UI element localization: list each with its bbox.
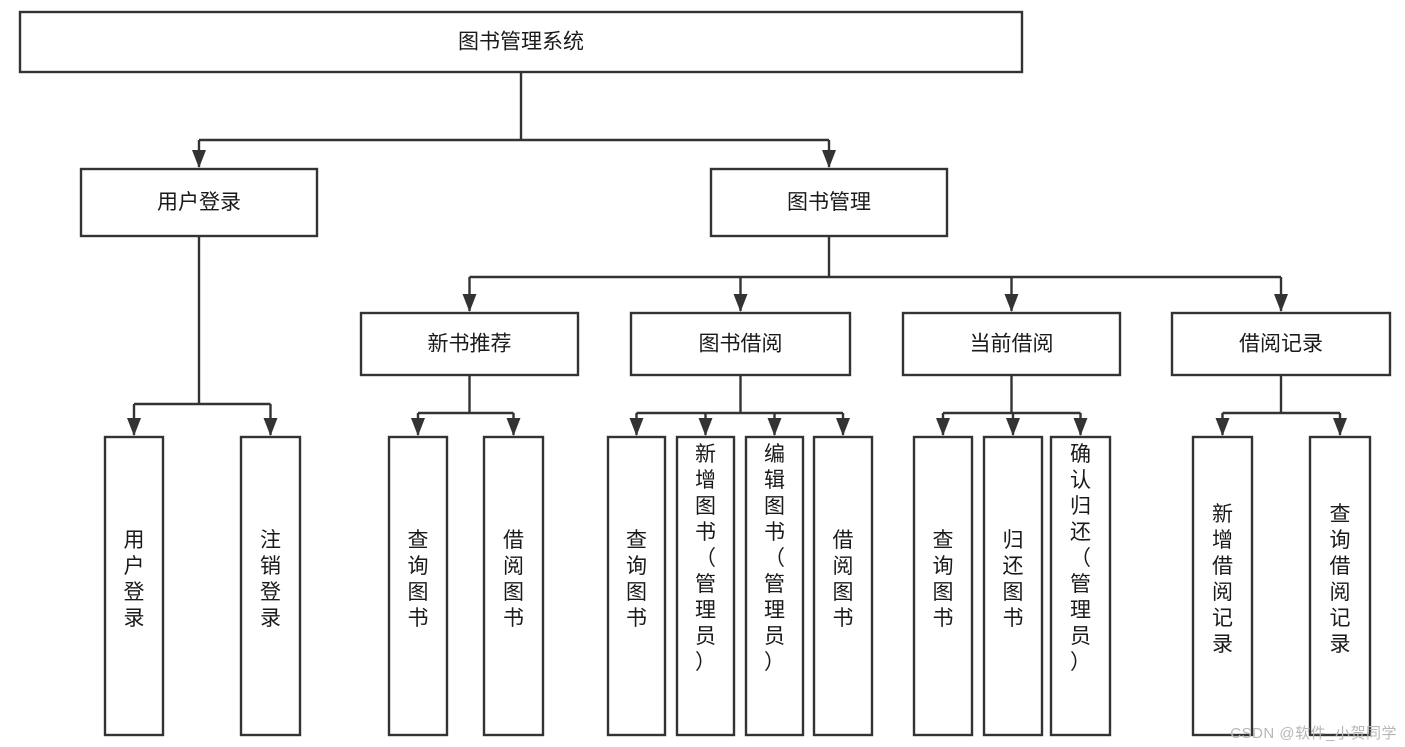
arrow-head-icon <box>1006 418 1020 436</box>
leaf-box[interactable] <box>812 435 874 737</box>
leaf-node[interactable]: 用户登录 <box>103 435 165 737</box>
leaf-node[interactable]: 借阅图书 <box>812 435 874 737</box>
leaf-node[interactable]: 查询图书 <box>387 435 449 737</box>
level3-label: 新书推荐 <box>428 333 512 356</box>
leaf-node[interactable]: 查询图书 <box>606 435 667 737</box>
level3-label: 借阅记录 <box>1239 333 1323 356</box>
level2-node[interactable]: 用户登录 <box>79 167 319 238</box>
level3-label: 当前借阅 <box>970 333 1054 356</box>
leaf-label: 确认归还（管理员） <box>1070 443 1091 674</box>
leaf-label: 查询图书 <box>408 529 429 630</box>
level3-node[interactable]: 图书借阅 <box>629 311 852 377</box>
node-layer: 图书管理系统用户登录图书管理新书推荐图书借阅当前借阅借阅记录用户登录注销登录查询… <box>18 10 1392 737</box>
leaf-label: 归还图书 <box>1003 529 1024 630</box>
arrow-head-icon <box>1333 418 1347 436</box>
arrow-head-icon <box>1073 418 1088 436</box>
arrow-head-icon <box>936 418 950 436</box>
leaf-box[interactable] <box>482 435 545 737</box>
leaf-label: 查询借阅记录 <box>1330 503 1351 656</box>
leaf-node[interactable]: 新增图书（管理员） <box>675 435 736 737</box>
arrow-head-icon <box>462 294 477 312</box>
arrow-head-icon <box>1274 294 1288 312</box>
level3-box[interactable] <box>629 311 852 377</box>
leaf-node[interactable]: 新增借阅记录 <box>1191 435 1254 737</box>
arrow-head-icon <box>127 418 141 436</box>
arrow-head-icon <box>836 418 850 436</box>
leaf-label: 新增借阅记录 <box>1212 503 1233 656</box>
leaf-box[interactable] <box>1049 435 1112 737</box>
arrow-head-icon <box>263 418 278 436</box>
leaf-box[interactable] <box>1308 435 1372 737</box>
leaf-node[interactable]: 查询图书 <box>912 435 974 737</box>
leaf-node[interactable]: 确认归还（管理员） <box>1049 435 1112 737</box>
arrow-head-icon <box>822 150 836 168</box>
arrow-head-icon <box>192 150 206 168</box>
arrow-head-icon <box>411 418 425 436</box>
level2-label: 用户登录 <box>157 191 241 214</box>
arrow-head-icon <box>629 418 644 436</box>
root-label: 图书管理系统 <box>458 31 584 54</box>
root-node[interactable]: 图书管理系统 <box>18 10 1024 74</box>
root-box[interactable] <box>18 10 1024 74</box>
arrow-head-icon <box>698 418 713 436</box>
leaf-node[interactable]: 查询借阅记录 <box>1308 435 1372 737</box>
leaf-box[interactable] <box>606 435 667 737</box>
leaf-label: 借阅图书 <box>503 529 524 630</box>
leaf-label: 查询图书 <box>933 529 954 630</box>
level2-box[interactable] <box>709 167 949 238</box>
level2-label: 图书管理 <box>787 191 871 214</box>
leaf-label: 查询图书 <box>626 529 647 630</box>
level3-node[interactable]: 借阅记录 <box>1170 311 1392 377</box>
leaf-node[interactable]: 注销登录 <box>239 435 302 737</box>
leaf-label: 注销登录 <box>260 529 281 630</box>
level3-node[interactable]: 新书推荐 <box>359 311 580 377</box>
level3-label: 图书借阅 <box>699 333 783 356</box>
leaf-box[interactable] <box>387 435 449 737</box>
leaf-box[interactable] <box>744 435 805 737</box>
leaf-label: 用户登录 <box>124 529 145 630</box>
leaf-node[interactable]: 编辑图书（管理员） <box>744 435 805 737</box>
level3-box[interactable] <box>1170 311 1392 377</box>
leaf-label: 新增图书（管理员） <box>695 443 716 674</box>
level3-box[interactable] <box>359 311 580 377</box>
connector-layer <box>127 72 1347 436</box>
arrow-head-icon <box>1004 294 1019 312</box>
leaf-box[interactable] <box>675 435 736 737</box>
arrow-head-icon <box>506 418 521 436</box>
leaf-node[interactable]: 归还图书 <box>982 435 1044 737</box>
arrow-head-icon <box>767 418 782 436</box>
level2-node[interactable]: 图书管理 <box>709 167 949 238</box>
arrow-head-icon <box>733 294 748 312</box>
leaf-box[interactable] <box>912 435 974 737</box>
leaf-box[interactable] <box>1191 435 1254 737</box>
leaf-box[interactable] <box>982 435 1044 737</box>
leaf-label: 借阅图书 <box>833 529 854 630</box>
leaf-label: 编辑图书（管理员） <box>764 443 785 674</box>
leaf-box[interactable] <box>103 435 165 737</box>
level3-box[interactable] <box>901 311 1122 377</box>
level3-node[interactable]: 当前借阅 <box>901 311 1122 377</box>
leaf-node[interactable]: 借阅图书 <box>482 435 545 737</box>
level2-box[interactable] <box>79 167 319 238</box>
arrow-head-icon <box>1215 418 1230 436</box>
leaf-box[interactable] <box>239 435 302 737</box>
